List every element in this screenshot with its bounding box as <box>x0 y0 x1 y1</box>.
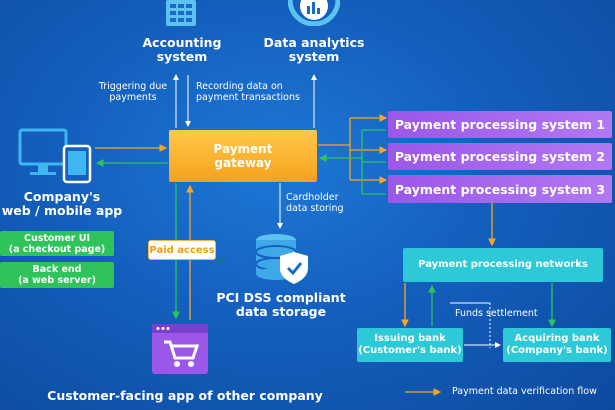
legend-verification-label: Payment data verification flow <box>452 386 597 397</box>
analytics-system-label: Data analytics system <box>263 35 365 64</box>
payment-processing-system-3[interactable]: Payment processing system 3 <box>388 175 612 203</box>
acquiring-bank-box[interactable]: Acquiring bank (Company's bank) <box>503 328 611 362</box>
payment-networks-box[interactable]: Payment processing networks <box>403 248 603 282</box>
triggering-payments-label: Triggering due payments <box>98 81 168 103</box>
accounting-system-label: Accounting system <box>142 35 222 64</box>
customer-ui-box[interactable]: Customer UI (a checkout page) <box>0 231 114 256</box>
payment-processing-system-1[interactable]: Payment processing system 1 <box>388 111 612 138</box>
cardholder-storing-label: Cardholder data storing <box>286 192 344 214</box>
payment-processing-system-2[interactable]: Payment processing system 2 <box>388 143 612 170</box>
database-shield-icon <box>255 234 308 284</box>
desktop-mobile-icon <box>18 128 92 184</box>
storage-label: PCI DSS compliant data storage <box>216 290 346 319</box>
company-app-label: Company's web / mobile app <box>1 189 123 218</box>
payment-gateway-box[interactable]: Payment gateway <box>169 130 317 182</box>
funds-settlement-label: Funds settlement <box>455 308 538 319</box>
analytics-icon <box>288 0 340 26</box>
back-end-box[interactable]: Back end (a web server) <box>0 262 114 288</box>
calculator-icon <box>166 0 196 26</box>
other-company-app-label: Customer-facing app of other company <box>47 388 323 403</box>
shopping-cart-icon <box>152 324 208 374</box>
paid-access-badge: Paid access <box>148 240 216 260</box>
issuing-bank-box[interactable]: Issuing bank (Customer's bank) <box>357 328 463 362</box>
recording-data-label: Recording data on payment transactions <box>196 81 300 103</box>
